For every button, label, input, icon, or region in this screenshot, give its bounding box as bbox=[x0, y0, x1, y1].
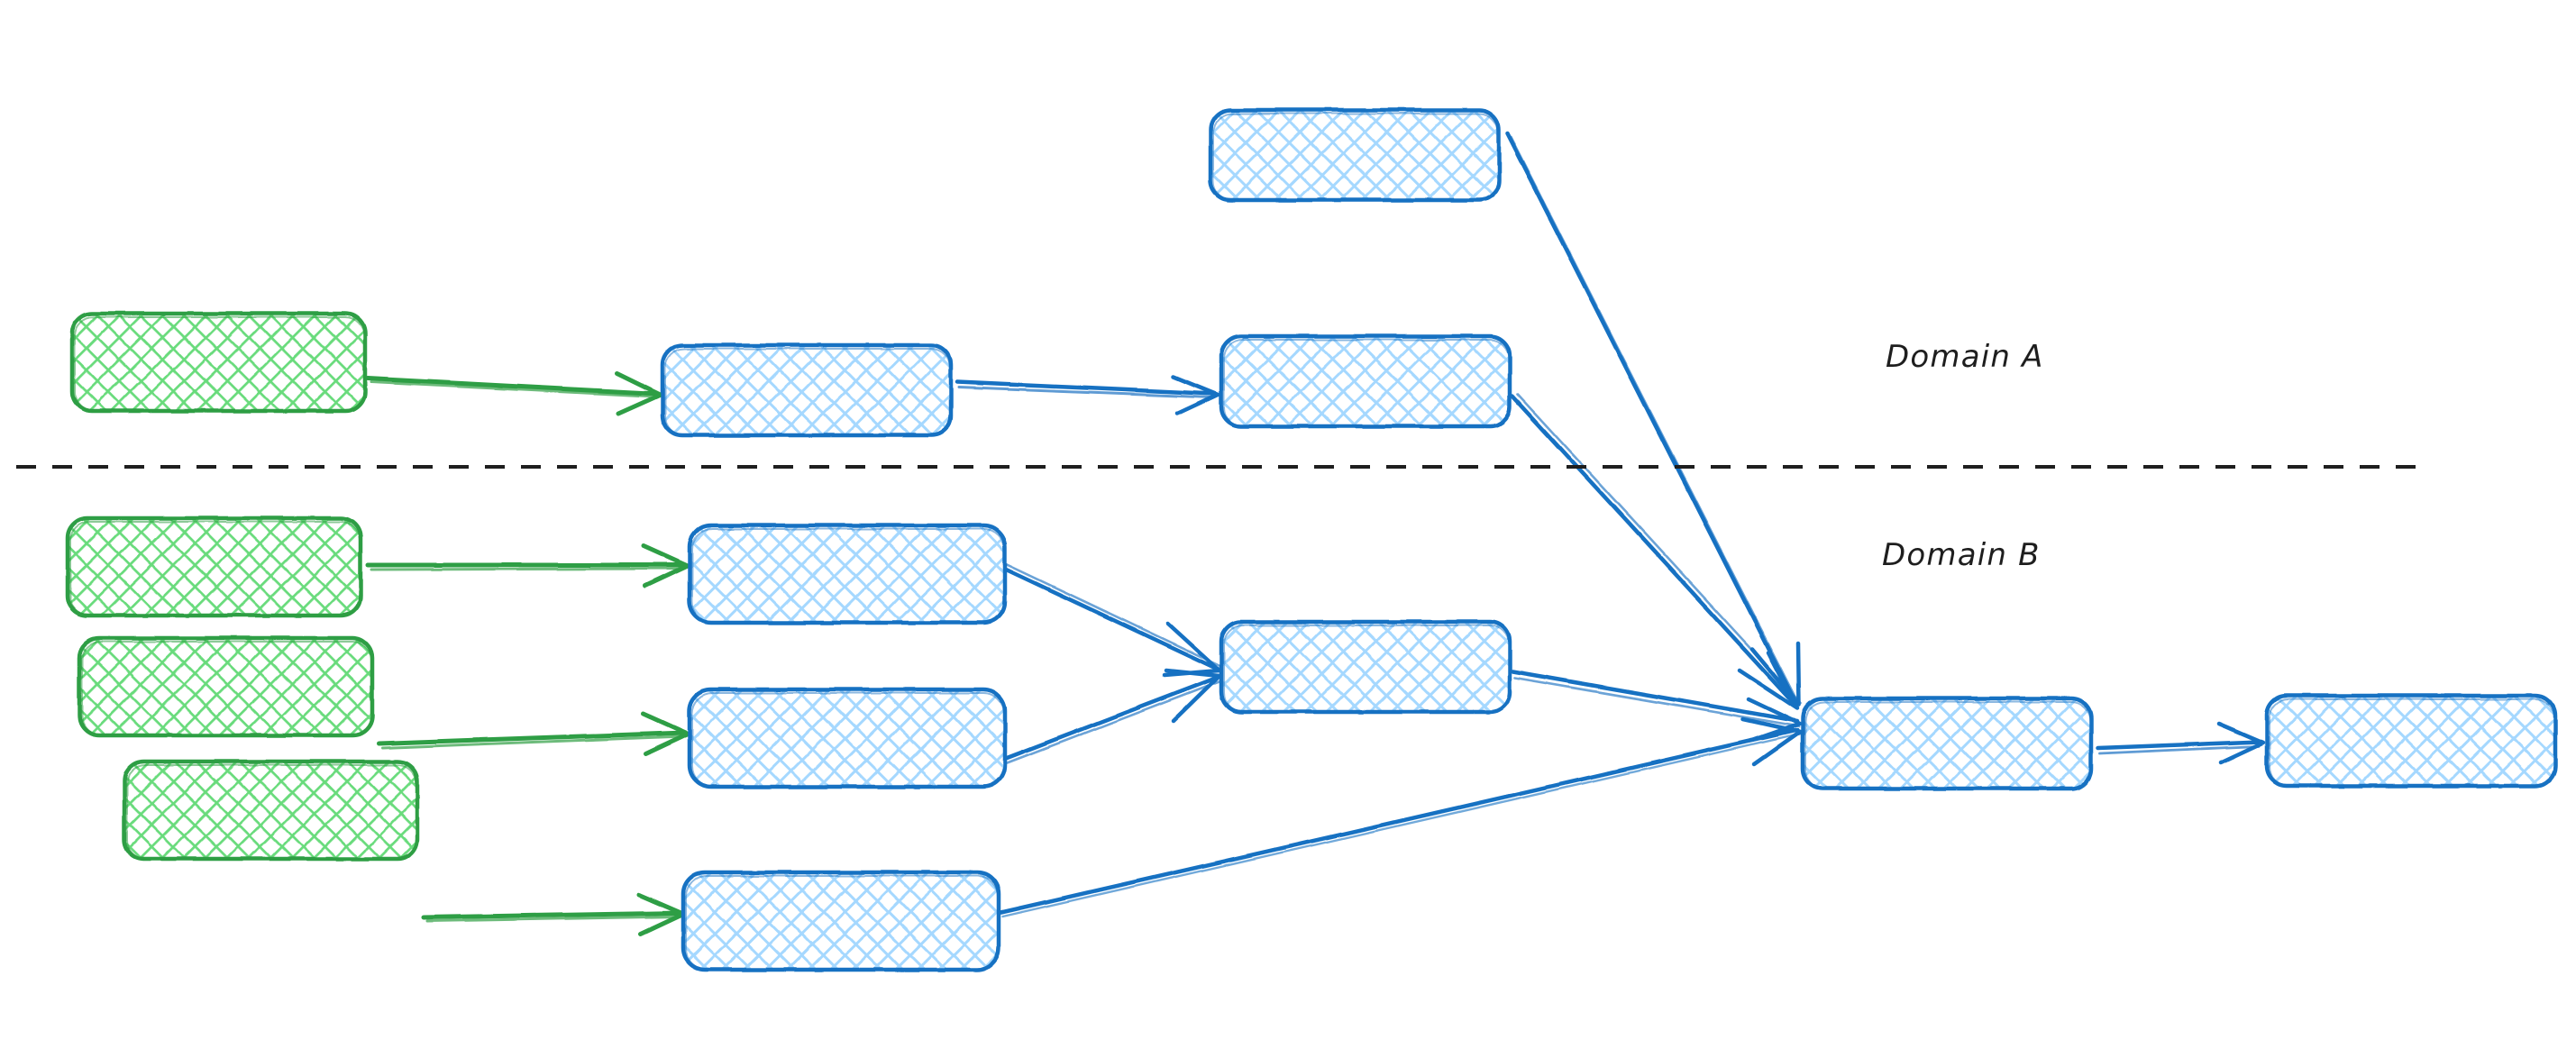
edge-a-stage-2-to-aggregator bbox=[1510, 393, 1803, 711]
edge-a-stage-top-to-aggregator bbox=[1504, 131, 1802, 707]
edge-b-stage-1-to-b-merge bbox=[1000, 562, 1222, 678]
node-b-source-1[interactable] bbox=[65, 515, 363, 618]
node-b-stage-1[interactable] bbox=[687, 523, 1008, 625]
node-b-source-3[interactable] bbox=[122, 759, 420, 862]
node-layer bbox=[65, 107, 2558, 972]
edge-b-source-3-to-b-stage-3 bbox=[421, 892, 686, 936]
domain-b-label: Domain B bbox=[1882, 537, 2041, 573]
edge-aggregator-to-b-output bbox=[2096, 721, 2266, 765]
edge-b-stage-2-to-b-merge bbox=[1000, 668, 1222, 765]
node-a-source-1[interactable] bbox=[69, 311, 368, 414]
edge-b-source-1-to-b-stage-1 bbox=[365, 543, 690, 588]
node-b-source-2[interactable] bbox=[77, 635, 375, 738]
edge-b-source-2-to-b-stage-2 bbox=[376, 711, 690, 756]
node-a-stage-1[interactable] bbox=[660, 342, 954, 438]
edge-layer bbox=[365, 131, 2266, 936]
node-b-stage-3[interactable] bbox=[681, 870, 1001, 972]
node-b-output[interactable] bbox=[2264, 693, 2558, 789]
domain-a-label: Domain A bbox=[1886, 339, 2044, 375]
edge-b-stage-3-to-aggregator bbox=[996, 716, 1803, 918]
node-a-stage-top[interactable] bbox=[1208, 107, 1502, 203]
edge-a-stage-1-to-a-stage-2 bbox=[955, 374, 1220, 416]
node-b-stage-2[interactable] bbox=[687, 687, 1008, 789]
node-a-stage-2[interactable] bbox=[1219, 333, 1512, 429]
node-b-merge[interactable] bbox=[1219, 619, 1512, 715]
node-b-aggregator[interactable] bbox=[1800, 696, 2094, 791]
edge-a-source-1-to-a-stage-1 bbox=[365, 370, 663, 416]
